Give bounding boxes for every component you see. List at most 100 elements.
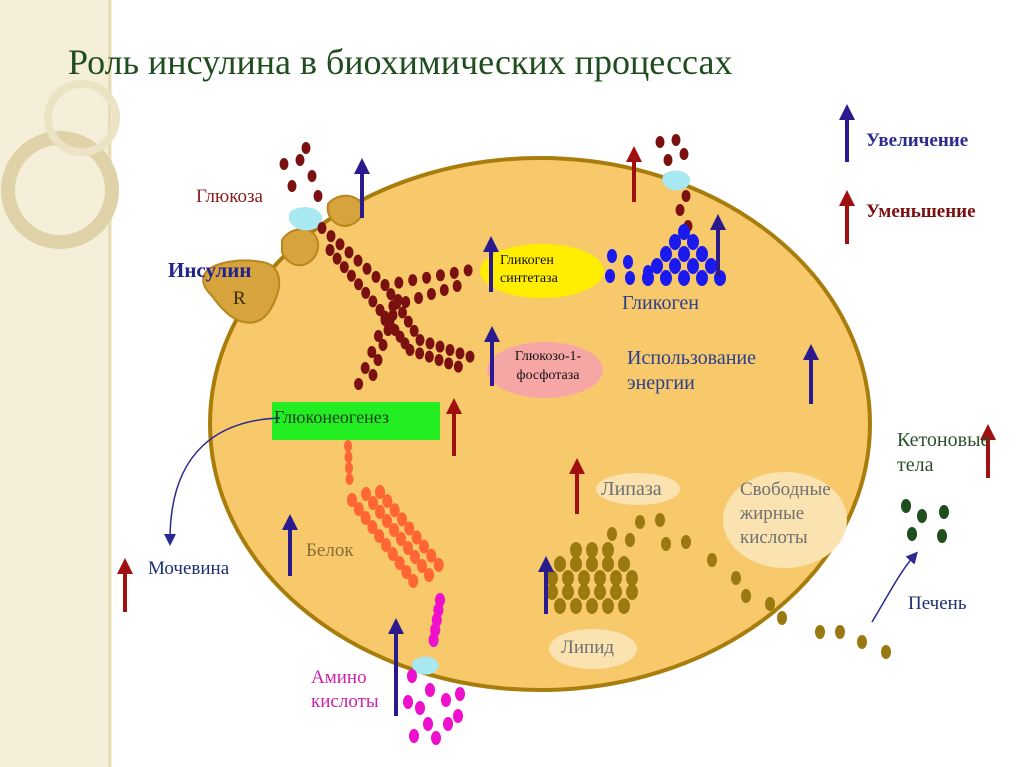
amino-acid-molecule xyxy=(415,701,425,715)
glucose-molecule xyxy=(368,295,378,308)
fatty-acid-molecule xyxy=(607,527,617,541)
glycogen-molecule xyxy=(669,234,681,250)
glycogen-synthase-increase-arrow-icon-head xyxy=(483,236,499,252)
glucose-molecule xyxy=(671,134,681,146)
glucose-molecule xyxy=(401,296,411,308)
lipid-molecule xyxy=(570,542,582,558)
g1p-phosphatase-increase-arrow-icon-head xyxy=(484,326,500,342)
protein-molecule xyxy=(382,494,393,509)
fatty-acid-molecule xyxy=(661,537,671,551)
protein-molecule xyxy=(411,530,422,545)
protein-molecule xyxy=(360,511,371,525)
glucose-molecule xyxy=(425,337,435,350)
lipid-molecule xyxy=(578,570,590,586)
urea-label: Мочевина xyxy=(148,558,230,579)
fatty-acid-molecule xyxy=(635,515,645,529)
glucose-molecule xyxy=(679,148,689,160)
glucose-molecule xyxy=(360,362,370,374)
energy-use-increase-arrow-icon-head xyxy=(803,344,819,360)
protein-molecule xyxy=(344,440,352,452)
glucose-transporter-top-icon xyxy=(662,170,691,191)
glucose-molecule xyxy=(439,284,449,296)
ketone-molecules xyxy=(901,499,949,543)
fatty-acid-molecule xyxy=(707,553,717,567)
lipid-molecule xyxy=(578,584,590,600)
glycogen-synthase-bubble xyxy=(480,244,604,298)
glycogen-molecule xyxy=(660,246,672,262)
glucose-molecule xyxy=(394,276,404,289)
lipid-molecule xyxy=(562,570,574,586)
protein-molecule xyxy=(408,574,419,588)
glucose-molecule xyxy=(295,154,305,166)
glycogen-molecule xyxy=(605,269,615,283)
glucose-molecule xyxy=(344,246,354,259)
fatty-acid-molecule xyxy=(625,533,635,547)
glycogen-molecule xyxy=(625,271,635,285)
g1p-phosphatase-label: Глюкозо-1- фосфотаза xyxy=(514,349,582,383)
amino-acid-molecules xyxy=(403,593,465,745)
fatty-acid-molecule xyxy=(857,635,867,649)
glucose-molecule xyxy=(380,314,390,326)
glycogen-molecule xyxy=(669,258,681,274)
glycogen-molecule xyxy=(705,258,717,274)
liver-label: Печень xyxy=(908,593,967,614)
amino-acids-label: Амино кислоты xyxy=(311,667,379,712)
glucose-molecule xyxy=(335,238,345,251)
glycogen-molecule xyxy=(678,270,690,286)
protein-molecule xyxy=(397,512,407,527)
protein-molecule xyxy=(345,473,354,485)
protein-molecule xyxy=(433,557,444,572)
ketone-molecule xyxy=(939,505,949,519)
glucose-molecule xyxy=(449,266,459,279)
liver-flow-arrow xyxy=(871,551,918,623)
glucose-molecule xyxy=(367,346,377,358)
glucose-molecule xyxy=(655,136,665,148)
lipid-molecule xyxy=(626,584,638,600)
protein-molecule xyxy=(410,550,420,564)
glycogen-molecule xyxy=(643,265,653,279)
glucose-molecule xyxy=(422,271,432,284)
lipid-molecules xyxy=(546,513,891,659)
amino-acids-increase-arrow-icon-head xyxy=(388,618,404,634)
protein-molecule xyxy=(368,496,378,510)
fatty-acid-molecule xyxy=(655,513,665,527)
lipid-molecule xyxy=(602,556,614,572)
glucose-molecule xyxy=(346,269,356,282)
regulation-arrows xyxy=(117,104,996,716)
free-fatty-acids-label: Свободные жирные кислоты xyxy=(740,479,831,548)
lipase-label: Липаза xyxy=(601,478,662,500)
lipid-molecule xyxy=(602,542,614,558)
glucose-molecule xyxy=(414,292,424,304)
lipid-molecule xyxy=(586,556,598,572)
glucose-molecule xyxy=(361,286,371,299)
glucose-molecule xyxy=(279,158,289,170)
glucose-molecule xyxy=(398,306,407,319)
ketone-molecule xyxy=(907,527,917,541)
lipid-molecule xyxy=(602,598,614,614)
glucose-molecule xyxy=(445,344,455,356)
glucose-molecule xyxy=(339,261,349,274)
protein-molecule xyxy=(424,568,434,582)
lipid-molecule xyxy=(618,556,630,572)
amino-acid-molecule xyxy=(455,687,465,701)
background-decoration xyxy=(0,0,120,767)
glucose-molecule xyxy=(373,354,383,366)
amino-acid-molecule xyxy=(407,669,417,683)
lipid-molecule xyxy=(562,584,574,600)
protein-molecule xyxy=(375,505,385,519)
glucose-molecule xyxy=(415,334,425,346)
glucose-molecule xyxy=(675,204,685,216)
glucose-molecule xyxy=(317,222,327,234)
urea-flow-arrow xyxy=(164,417,281,546)
cell-body xyxy=(208,156,872,692)
urea-decrease-arrow-icon-head xyxy=(117,558,133,574)
protein-molecule xyxy=(361,487,371,501)
legend-decrease-arrow-icon-head xyxy=(839,190,855,206)
glucose-molecules xyxy=(279,134,693,390)
ketone-decrease-arrow-icon-head xyxy=(980,424,996,440)
protein-molecule xyxy=(389,523,399,537)
amino-acid-molecule xyxy=(425,683,435,697)
glucose-increase-arrow-icon-head xyxy=(354,158,370,174)
amino-acid-molecule xyxy=(409,729,419,743)
lipid-molecule xyxy=(610,584,622,600)
